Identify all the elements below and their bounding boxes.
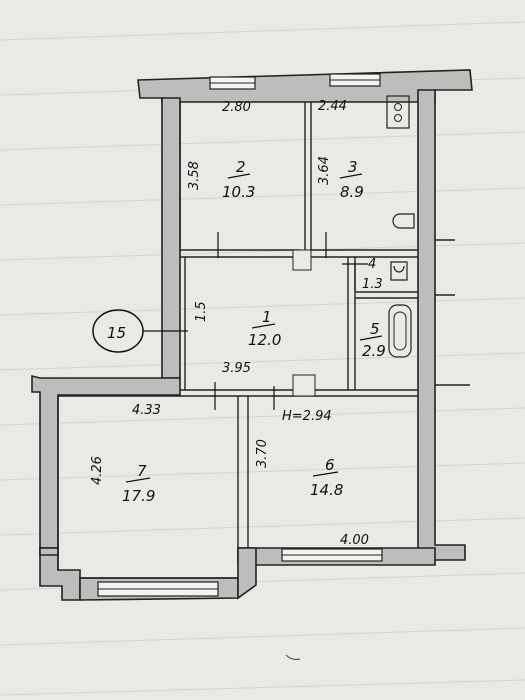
- dim-room6-width: 4.00: [340, 533, 369, 548]
- room-2-area: 10.3: [222, 183, 255, 201]
- plan-marker-label: 15: [107, 324, 126, 342]
- interior-walls: [57, 102, 470, 579]
- room-4-number: 4: [368, 257, 376, 272]
- toilet-icon: [390, 261, 408, 281]
- plan-marker: 15: [92, 309, 188, 353]
- windows: [97, 73, 383, 597]
- room-7-area: 17.9: [122, 487, 155, 505]
- dim-ceiling-height: H=2.94: [282, 409, 332, 424]
- room-1-number: 1: [262, 308, 272, 326]
- dimension-labels: 2.80 2.44 3.58 3.64 1.5 3.95 4.33 H=2.94…: [90, 99, 369, 548]
- dim-room6-height: 3.70: [255, 439, 270, 468]
- room-2-number: 2: [236, 158, 246, 176]
- dim-hall-width: 3.95: [222, 361, 251, 376]
- room-4-area: 1.3: [362, 277, 383, 292]
- dim-room2-height: 3.58: [187, 161, 202, 190]
- room-6-number: 6: [325, 456, 335, 474]
- room-7-number: 7: [137, 462, 147, 480]
- dim-room3-height: 3.64: [317, 156, 332, 185]
- room-1-area: 12.0: [248, 331, 281, 349]
- room-labels: 2 10.3 3 8.9 1 12.0 4 1.3 5 2.9 7 17.9 6…: [122, 158, 386, 505]
- dim-hall-height: 1.5: [194, 301, 209, 322]
- room-5-number: 5: [370, 320, 380, 338]
- pencil-mark: [285, 654, 301, 661]
- dim-room2-width: 2.80: [222, 100, 251, 115]
- sink-icon: [392, 213, 415, 229]
- dim-room3-width: 2.44: [318, 99, 347, 114]
- fixtures: [386, 95, 415, 358]
- dimension-ticks: [214, 232, 368, 410]
- dim-room7-width: 4.33: [132, 403, 161, 418]
- bathtub-icon: [388, 304, 412, 358]
- room-3-number: 3: [348, 158, 358, 176]
- room-3-area: 8.9: [340, 183, 364, 201]
- stove-icon: [386, 95, 410, 129]
- dim-room7-height: 4.26: [90, 456, 105, 485]
- room-6-area: 14.8: [310, 481, 343, 499]
- room-5-area: 2.9: [362, 342, 386, 360]
